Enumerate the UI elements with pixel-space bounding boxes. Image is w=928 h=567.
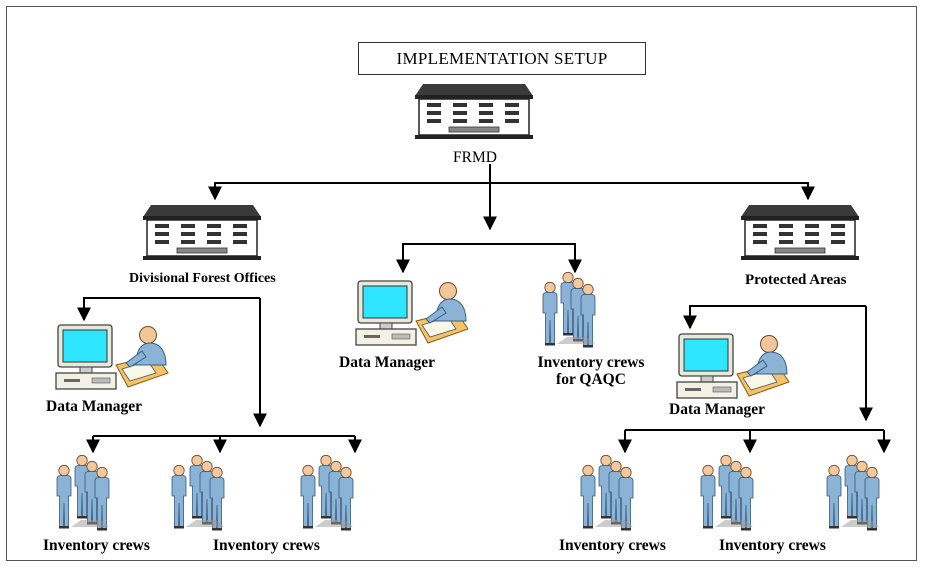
divisional-forest-offices-label: Divisional Forest Offices [129,271,276,286]
crew-left-1-icon [57,455,109,530]
data-manager-center-label: Data Manager [339,354,435,371]
arrow-to-center-data-manager [396,243,490,274]
data-manager-right-label: Data Manager [669,401,765,418]
implementation-setup-title: IMPLEMENTATION SETUP [358,42,646,75]
crew-right-1-icon [581,455,633,530]
data-manager-right-icon [676,333,790,399]
qaqc-crew-icon [543,272,595,347]
arrow-to-protected [490,182,815,201]
arrow-to-divisional [208,182,490,201]
crews-left-1-label: Inventory crews [43,537,150,554]
frmd-label: FRMD [453,149,497,166]
crews-left-2-label: Inventory crews [213,537,320,554]
qaqc-crews-label-line1: Inventory crews [537,354,645,371]
frmd-building-icon [414,83,534,140]
crew-right-2-icon [701,455,753,530]
crews-right-1-label: Inventory crews [559,537,666,554]
protected-areas-label: Protected Areas [745,272,847,288]
crew-left-3-icon [301,455,353,530]
diagram-frame [6,6,917,561]
qaqc-crews-label: Inventory crews for QAQC [528,354,654,388]
protected-areas-building-icon [740,204,860,261]
arrow-to-qaqc-crews [490,243,582,274]
divisional-building-icon [142,204,262,261]
qaqc-crews-label-line2: for QAQC [556,371,626,388]
data-manager-left-icon [55,324,169,390]
data-manager-left-label: Data Manager [46,398,142,415]
connector-lines [77,164,891,454]
data-manager-center-icon [355,280,469,346]
arrow-to-right-data-manager [683,305,866,330]
crews-right-2-label: Inventory crews [719,537,826,554]
arrow-to-left-data-manager [77,297,260,322]
crew-left-2-icon [172,455,224,530]
crew-right-3-icon [827,455,879,530]
